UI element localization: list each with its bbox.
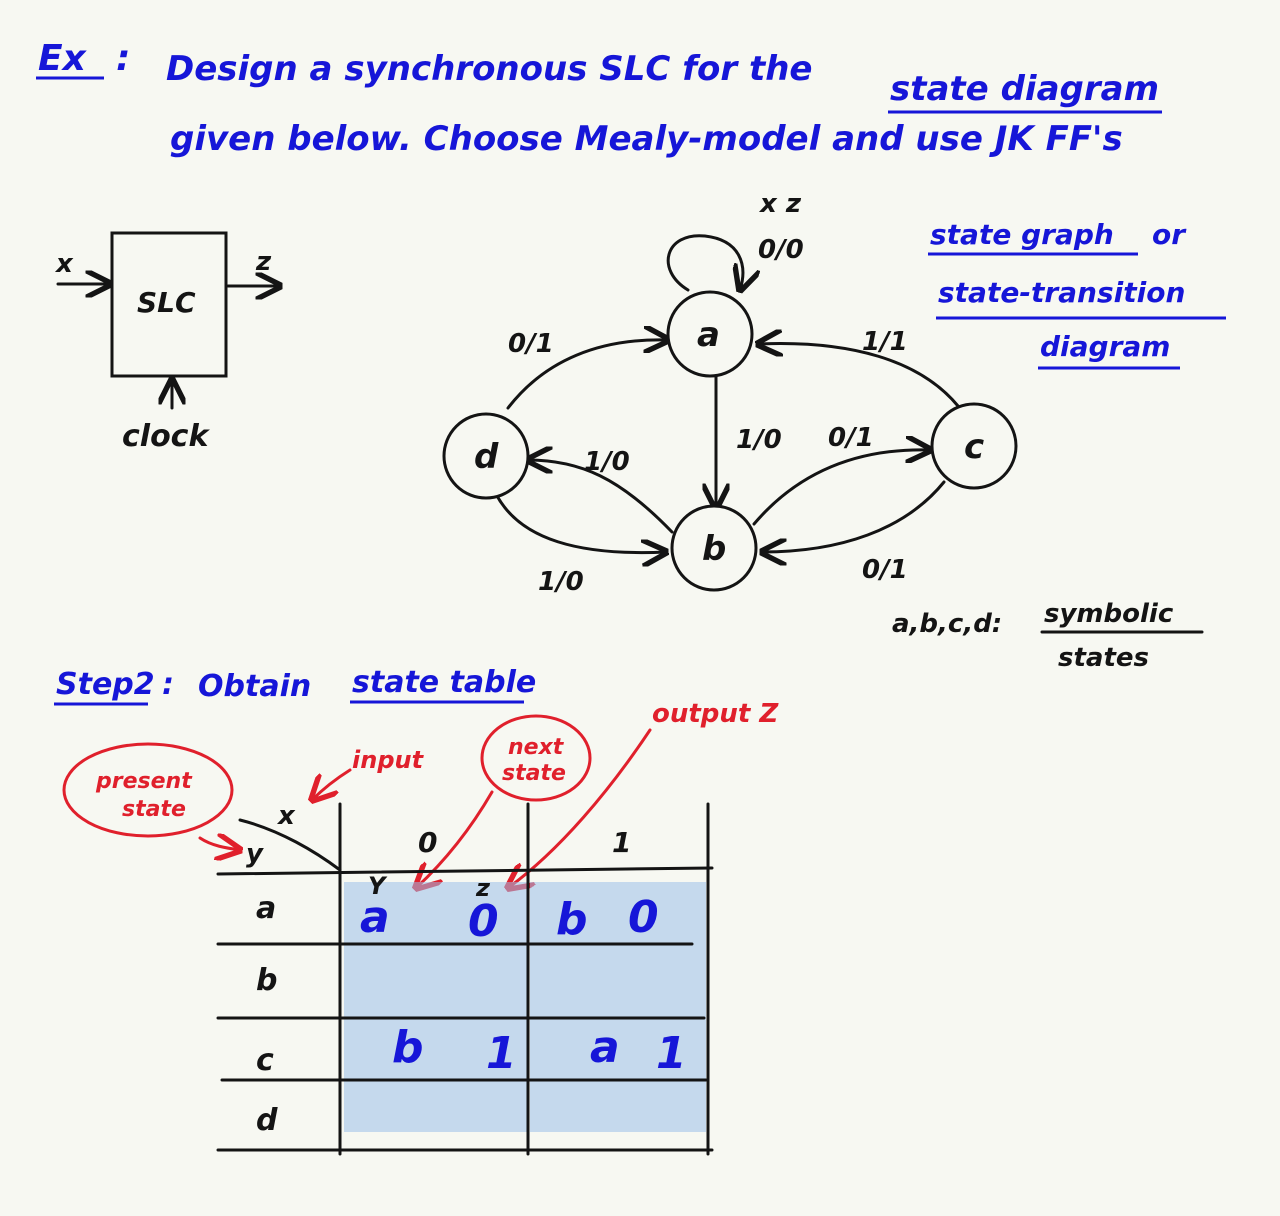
note-line1: state graph (930, 218, 1114, 251)
step-label: Step2 (56, 667, 155, 702)
symbolic-states-note: a,b,c,d: symbolic states (892, 599, 1204, 673)
table-shading-col1 (530, 882, 706, 1132)
state-node-d: d (442, 412, 530, 500)
table-annotations: present state input next state output Z (62, 699, 779, 888)
edge-a-self-loop (666, 234, 743, 290)
cell-c-out-0: 1 (486, 1028, 517, 1079)
symbolic-word2: states (1058, 643, 1149, 673)
row-label-a: a (256, 891, 276, 926)
state-node-a: a (666, 290, 754, 378)
statement-line1: Design a synchronous SLC for the (166, 49, 812, 89)
ex-label: Ex (38, 38, 88, 79)
output-z-annotation: output Z (652, 699, 779, 729)
edge-d-to-a-label: 0/1 (508, 329, 554, 359)
edge-a-self-label: 0/0 (758, 235, 804, 265)
row-label-c: c (256, 1043, 274, 1078)
cell-a-next-0: a (360, 892, 390, 943)
cell-a-out-1: 0 (628, 892, 659, 943)
state-node-b: b (670, 504, 758, 592)
cell-a-out-0: 0 (468, 896, 499, 947)
note-line3: diagram (1040, 330, 1170, 363)
edge-b-to-d-label: 1/0 (584, 447, 630, 477)
state-node-b-label: b (702, 529, 726, 569)
symbolic-prefix: a,b,c,d: (892, 609, 1002, 639)
edge-b-to-d (528, 460, 674, 534)
slc-box-label: SLC (137, 286, 196, 319)
edge-a-to-b-label: 1/0 (736, 425, 782, 455)
symbolic-word1: symbolic (1044, 599, 1174, 629)
input-annotation: input (352, 746, 425, 774)
state-diagram: x z 0/0 0/1 1/1 1/0 0/1 1/0 1/0 0/1 a (442, 189, 1018, 597)
present-state-line2: state (122, 797, 186, 822)
input-annotation-arrow (312, 768, 352, 800)
corner-y: y (246, 839, 264, 869)
slc-block-diagram: SLC x z clock (54, 231, 280, 454)
problem-statement: Ex : Design a synchronous SLC for the st… (36, 38, 1162, 159)
edge-b-to-c-label: 0/1 (828, 423, 874, 453)
state-node-d-label: d (474, 437, 499, 477)
note-line1-suffix: or (1152, 218, 1187, 251)
table-header-rule (216, 866, 714, 876)
output-z-label: z (255, 247, 272, 277)
state-node-c-label: c (964, 427, 984, 467)
present-state-arrow (198, 838, 240, 850)
corner-x: x (276, 801, 296, 831)
row-label-b: b (256, 963, 277, 998)
state-node-a-label: a (697, 315, 720, 355)
state-table: x y 0 1 Y z a b c d a 0 b 0 b 1 a 1 (216, 801, 714, 1156)
edge-d-to-b (494, 492, 666, 553)
edge-d-to-b-label: 1/0 (538, 567, 584, 597)
cell-c-out-1: 1 (656, 1028, 687, 1079)
present-state-line1: present (95, 769, 193, 794)
sub-header-z: z (475, 874, 491, 902)
present-state-bubble (62, 742, 234, 838)
cell-c-next-0: b (392, 1022, 424, 1073)
row-label-d: d (256, 1103, 278, 1138)
col-header-0: 0 (418, 826, 437, 859)
next-state-line2: state (502, 761, 566, 786)
state-diagram-link: state diagram (890, 69, 1159, 109)
sub-header-Y: Y (368, 872, 388, 900)
edge-c-to-b (762, 480, 946, 552)
clock-label: clock (122, 419, 210, 454)
step2-heading: Step2 : Obtain state table (54, 665, 536, 706)
cell-a-next-1: b (556, 894, 588, 945)
edge-c-to-a-label: 1/1 (862, 327, 908, 357)
state-node-c: c (930, 402, 1018, 490)
input-x-label: x (54, 249, 74, 279)
edge-c-to-b-label: 0/1 (862, 555, 908, 585)
next-state-bubble (480, 714, 592, 802)
step-colon: : (162, 667, 174, 702)
next-state-line1: next (508, 735, 565, 760)
table-corner-diagonal (238, 818, 342, 872)
edge-b-to-c (752, 450, 930, 526)
io-header: x z (758, 189, 802, 219)
col-header-1: 1 (612, 826, 631, 859)
state-graph-note: state graph or state-transition diagram (928, 218, 1226, 370)
ex-colon: : (116, 38, 130, 79)
note-line2: state-transition (938, 276, 1185, 309)
cell-c-next-1: a (590, 1022, 620, 1073)
step-text: Obtain (198, 669, 311, 704)
edge-d-to-a (506, 340, 668, 410)
statement-line2: given below. Choose Mealy-model and use … (170, 119, 1123, 159)
table-shading-col0 (344, 882, 528, 1132)
edge-c-to-a (758, 344, 960, 408)
state-table-link: state table (352, 665, 536, 700)
next-state-arrow (416, 790, 494, 888)
slc-box (110, 231, 228, 378)
